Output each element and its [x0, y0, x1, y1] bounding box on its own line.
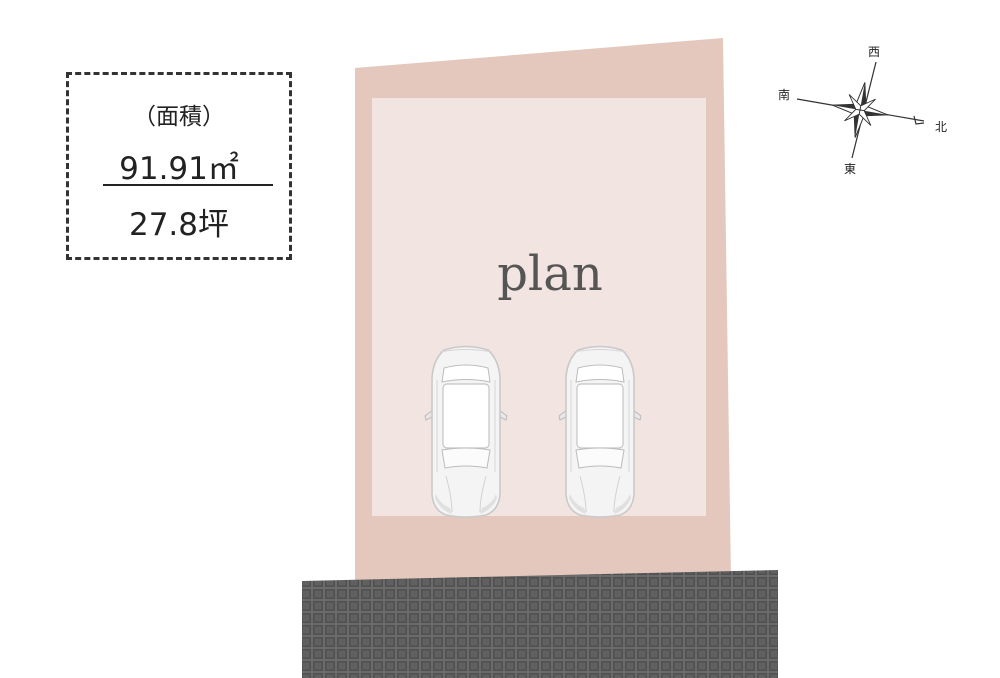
plan-label: plan	[497, 246, 603, 302]
area-square-meters: 91.91㎡	[119, 151, 239, 187]
area-info-box: （面積） 91.91㎡ 27.8坪	[66, 72, 292, 260]
compass-east-label: 東	[844, 162, 857, 176]
compass-south-label: 南	[778, 88, 791, 102]
car-icon	[558, 345, 642, 518]
fraction-divider	[103, 184, 273, 186]
area-heading: （面積）	[133, 104, 225, 130]
road	[302, 570, 778, 678]
buildable-area	[372, 98, 706, 516]
area-tsubo: 27.8坪	[128, 207, 230, 243]
compass-icon	[796, 61, 925, 159]
compass-north-label: 北	[935, 120, 948, 134]
car-icon	[424, 345, 508, 518]
compass-west-label: 西	[868, 45, 881, 59]
